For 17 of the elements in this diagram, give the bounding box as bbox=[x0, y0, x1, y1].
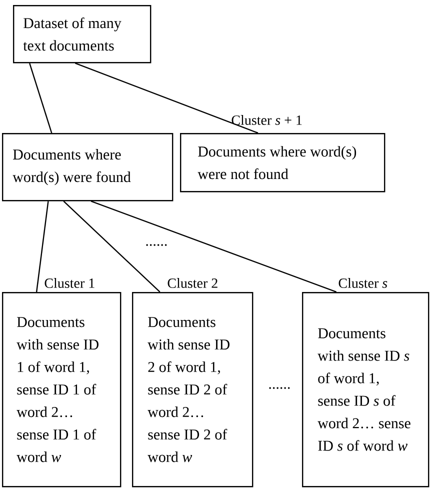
document-box: Documents with sense ID s of word 1, sense ID s of word 2… sense ID s of word w bbox=[302, 292, 430, 488]
cluster-label: Cluster 1 bbox=[44, 278, 94, 288]
connector-line bbox=[36, 201, 49, 292]
cluster-label: Cluster s + 1 bbox=[232, 115, 302, 125]
document-box: Documents where word(s) were found bbox=[2, 133, 174, 202]
connector-line bbox=[74, 62, 258, 134]
document-box: Dataset of many text documents bbox=[13, 5, 152, 64]
document-box: Documents with sense ID 1 of word 1, sense ID 1 of word 2… sense ID 1 of word w bbox=[2, 292, 122, 488]
connector-line bbox=[29, 63, 52, 134]
document-box: Documents with sense ID 2 of word 1, sense ID 2 of word 2… sense ID 2 of word w bbox=[132, 292, 254, 488]
connector-line bbox=[63, 200, 160, 292]
cluster-label: Cluster s bbox=[338, 278, 388, 288]
ellipsis: ...... bbox=[269, 387, 290, 389]
ellipsis: ...... bbox=[146, 244, 167, 246]
document-box: Documents where word(s) were not found bbox=[180, 133, 386, 192]
cluster-label: Cluster 2 bbox=[168, 278, 218, 288]
connector-line bbox=[90, 200, 337, 293]
